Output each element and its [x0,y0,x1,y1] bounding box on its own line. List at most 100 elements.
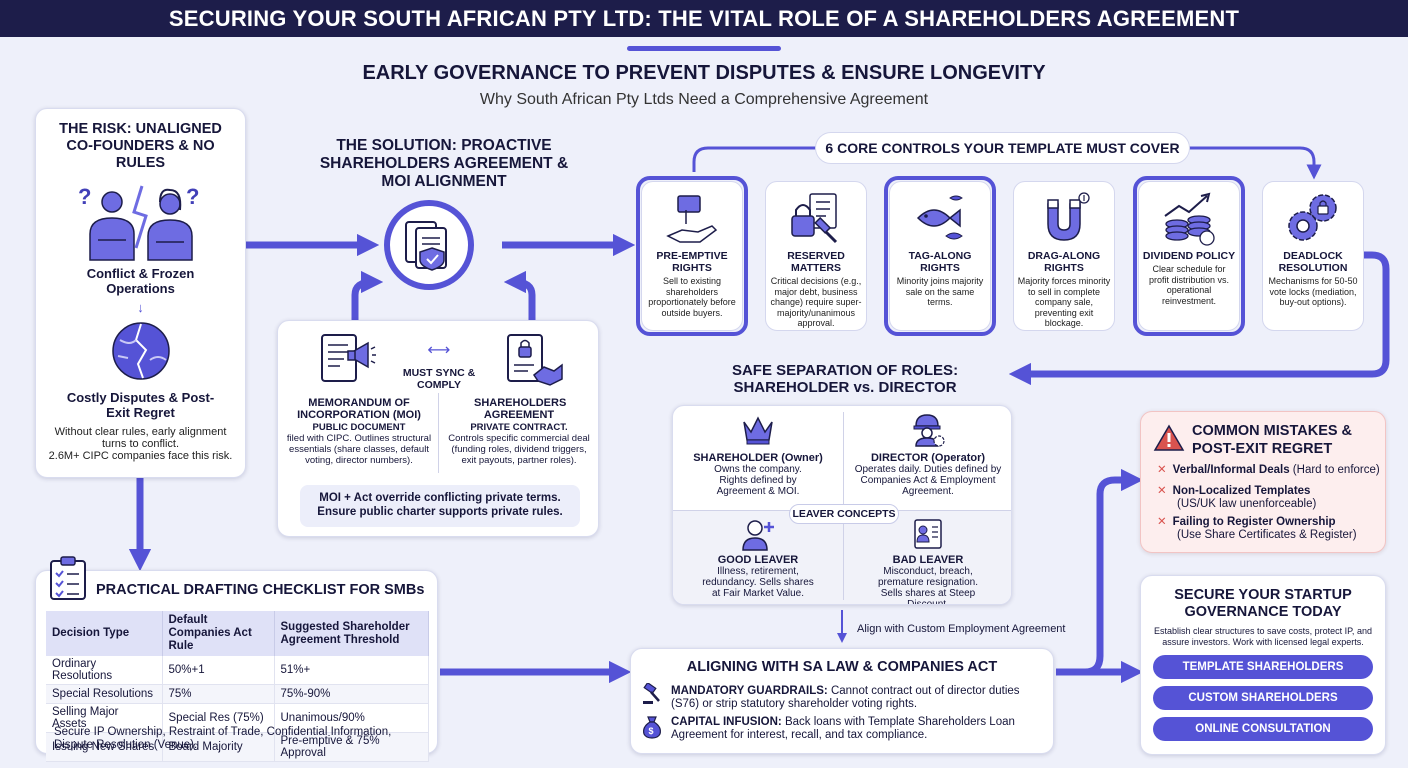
mistake-detail: (US/UK law unenforceable) [1177,498,1317,510]
control-desc: Critical decisions (e.g., major debt, bu… [770,276,862,328]
sync-arrow-icon: ⟷ [427,342,451,359]
checklist-title: PRACTICAL DRAFTING CHECKLIST FOR SMBs [96,582,425,598]
mistake-label: Verbal/Informal Deals [1172,464,1290,476]
disputes-label: Costly Disputes & Post-Exit Regret [66,390,215,420]
moi-sha-divider [438,393,439,473]
mistakes-title: COMMON MISTAKES & POST-EXIT REGRET [1192,423,1353,457]
good-leaver-desc: Illness, retirement, redundancy. Sells s… [702,566,814,599]
broken-globe-icon [110,320,172,382]
gavel-icon [641,683,663,705]
table-row: Selling Major Assets Special Res (75%) U… [46,703,429,733]
roles-card: SHAREHOLDER (Owner) Owns the company. Ri… [672,405,1012,605]
risk-stat: 2.6M+ CIPC companies face this risk. [48,450,233,462]
cta-desc: Establish clear structures to save costs… [1154,626,1372,647]
page-title: SECURING YOUR SOUTH AFRICAN PTY LTD: THE… [0,0,1408,37]
mistake-label: Failing to Register Ownership [1172,516,1336,528]
control-title: PRE-EMPTIVE RIGHTS [656,250,728,274]
moi-subtitle: PUBLIC DOCUMENT [312,422,406,433]
law-item-text: Cannot contract out of director duties (… [671,685,1020,710]
director-title: DIRECTOR (Operator) [870,452,986,464]
director-hardhat-icon [910,412,946,448]
mistake-item: ✕ Non-Localized Templates(US/UK law unenf… [1157,485,1381,511]
control-tag-along-rights: TAG-ALONG RIGHTS Minority joins majority… [889,181,991,331]
controls-title: 6 CORE CONTROLS YOUR TEMPLATE MUST COVER [815,132,1190,164]
mistake-item: ✕Failing to Register Ownership(Use Share… [1157,516,1381,542]
control-drag-along-rights: DRAG-ALONG RIGHTS Majority forces minori… [1013,181,1115,331]
table-cell: Special Resolutions [46,684,163,704]
table-row: Ordinary Resolutions 50%+1 51%+ [46,656,429,685]
moi-desc: filed with CIPC. Outlines structural ess… [286,433,432,466]
hand-share-icon [666,195,718,243]
control-desc: Minority joins majority sale on the same… [896,276,984,307]
crown-icon [741,414,775,446]
page-subtitle: EARLY GOVERNANCE TO PREVENT DISPUTES & E… [362,62,1046,84]
control-title: DIVIDEND POLICY [1142,250,1236,262]
moi-sha-card: ⟷ MUST SYNC & COMPLY MEMORANDUM OF INCOR… [277,320,599,537]
shareholder-block: SHAREHOLDER (Owner) Owns the company. Ri… [679,452,837,497]
control-title: TAG-ALONG RIGHTS [908,250,972,274]
down-arrow-icon: ↓ [137,300,144,315]
control-reserved-matters: RESERVED MATTERS Critical decisions (e.g… [765,181,867,331]
checklist-footer: Secure IP Ownership, Restraint of Trade,… [54,726,392,751]
bad-leaver-title: BAD LEAVER [892,554,964,566]
table-cell: Ordinary Resolutions [46,656,163,685]
table-cell: Board Majority [162,732,275,762]
bad-leaver-icon [911,518,947,552]
table-cell: 50%+1 [162,656,275,685]
sha-contract-handshake-icon [504,331,566,389]
bad-leaver-desc: Misconduct, breach, premature resignatio… [877,566,979,605]
conflict-label: Conflict & Frozen Operations [86,266,195,296]
table-header-row: Decision Type Default Companies Act Rule… [46,611,429,656]
good-leaver-title: GOOD LEAVER [717,554,799,566]
table-cell: Pre-emptive & 75% Approval [274,732,429,762]
x-mark-icon: ✕ [1157,485,1167,497]
risk-desc: Without clear rules, early alignment tur… [54,426,227,450]
control-dividend-policy: DIVIDEND POLICY Clear schedule for profi… [1138,181,1240,331]
page-tagline: Why South African Pty Ltds Need a Compre… [479,91,929,108]
shareholder-desc: Owns the company. Rights defined by Agre… [714,464,802,497]
sha-block: SHAREHOLDERS AGREEMENT PRIVATE CONTRACT.… [444,397,594,466]
mistake-detail: (Hard to enforce) [1289,464,1380,476]
sha-title: SHAREHOLDERS AGREEMENT [474,397,567,421]
table-row: Issuing New Shares Board Majority Pre-em… [46,732,429,762]
moi-block: MEMORANDUM OF INCORPORATION (MOI) PUBLIC… [284,397,434,466]
conflict-founders-icon: ? ? [76,182,206,262]
table-cell: Selling Major Assets [46,703,163,733]
col-header: Default Companies Act Rule [162,611,275,656]
law-item-capital: CAPITAL INFUSION: Back loans with Templa… [671,716,1047,742]
roles-title: SAFE SEPARATION OF ROLES: SHAREHOLDER vs… [731,362,959,396]
mistakes-card: COMMON MISTAKES & POST-EXIT REGRET ✕ Verb… [1140,411,1386,553]
online-consultation-button[interactable]: ONLINE CONSULTATION [1153,717,1373,741]
table-cell: 75%-90% [274,684,429,704]
leaver-section-bg [673,510,1011,604]
shareholder-title: SHAREHOLDER (Owner) [693,452,823,464]
col-header: Decision Type [46,611,163,656]
template-shareholders-agreement-button[interactable]: TEMPLATE SHAREHOLDERS AGREEMENT [1153,655,1373,697]
clipboard-checklist-icon [48,555,88,601]
table-cell: 75% [162,684,275,704]
good-leaver-block: GOOD LEAVER Illness, retirement, redunda… [679,554,837,599]
control-desc: Sell to existing shareholders proportion… [648,276,736,318]
custom-shareholders-agreement-button[interactable]: CUSTOM SHAREHOLDERS AGREEMENT [1153,686,1373,728]
law-item-text: Back loans with Template Shareholders Lo… [671,716,1015,741]
coins-growth-icon [1164,192,1215,246]
director-desc: Operates daily. Duties defined by Compan… [854,464,1002,497]
control-desc: Majority forces minority to sell in comp… [1017,276,1111,328]
svg-text:?: ? [78,184,91,209]
control-deadlock-resolution: DEADLOCK RESOLUTION Mechanisms for 50-50… [1262,181,1364,331]
table-cell: 51%+ [274,656,429,685]
control-title: DEADLOCK RESOLUTION [1278,250,1348,274]
leaver-concepts-label: LEAVER CONCEPTS [789,504,899,524]
mistake-label: Non-Localized Templates [1172,485,1311,497]
good-leaver-icon [741,518,777,552]
law-item-label: CAPITAL INFUSION: [671,716,782,728]
table-cell: Special Res (75%) [162,703,275,733]
x-mark-icon: ✕ [1157,464,1167,476]
mistake-detail: (Use Share Certificates & Register) [1177,529,1357,541]
control-desc: Mechanisms for 50-50 vote locks (mediati… [1268,276,1358,307]
override-note-line1: MOI + Act override conflicting private t… [319,492,561,504]
table-cell: Issuing New Shares [46,732,163,762]
override-note: MOI + Act override conflicting private t… [300,485,580,527]
override-note-line2: Ensure public charter supports private r… [317,506,563,518]
employment-align-note: Align with Custom Employment Agreement [857,623,1066,635]
